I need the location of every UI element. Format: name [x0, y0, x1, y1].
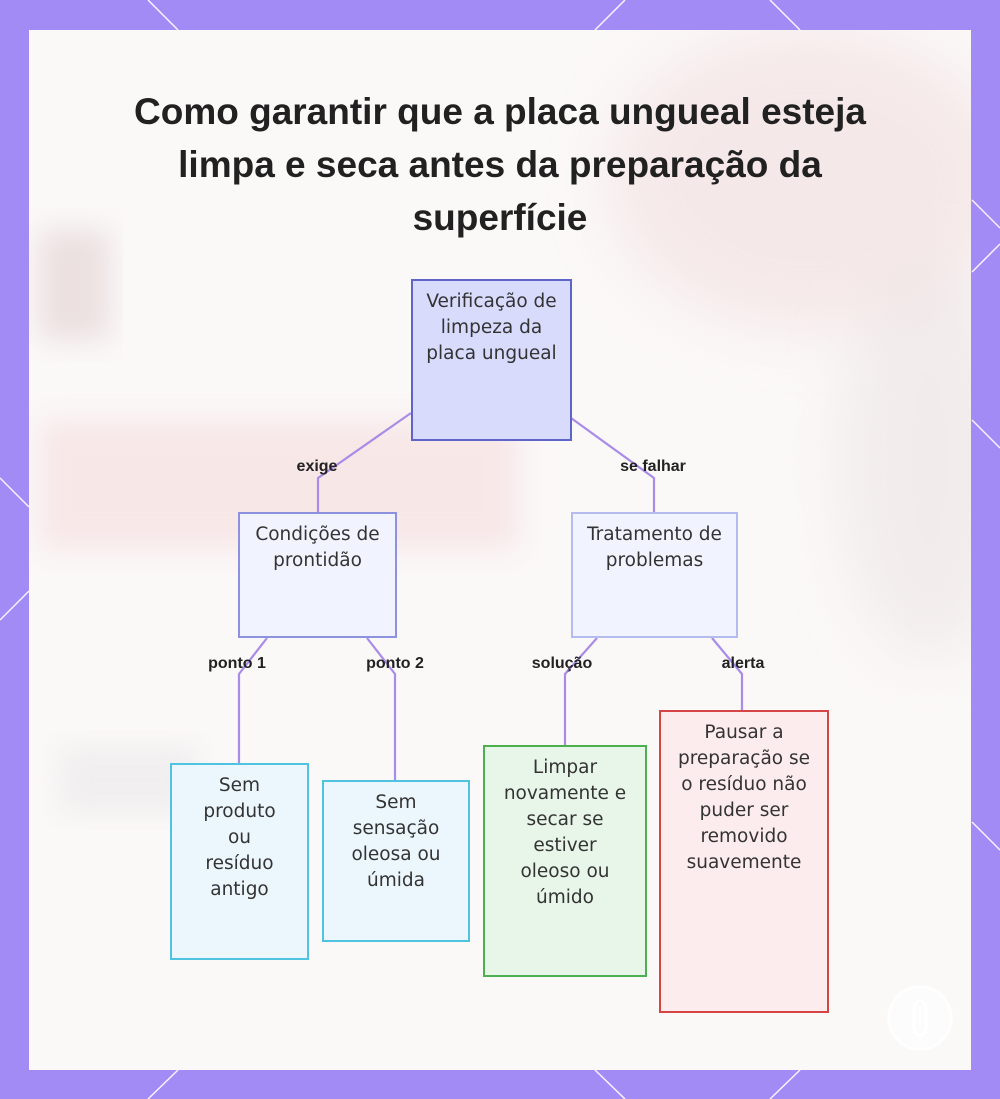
node-readiness-conditions-text: Condições de prontidão	[255, 524, 380, 571]
connector-treatment-solution	[563, 637, 598, 745]
edge-label-alert: alerta	[721, 655, 765, 672]
node-no-product: Sem produto ou resíduo antigo	[170, 763, 309, 960]
node-problem-treatment-text: Tratamento de problemas	[587, 524, 722, 571]
connector-root-treatment	[570, 417, 656, 512]
logo-icon	[887, 985, 953, 1051]
connector-root-conditions	[316, 412, 412, 512]
node-cleanliness-check-text: Verificação de limpeza da placa ungueal	[426, 291, 557, 364]
node-no-oily: Sem sensação oleosa ou úmida	[322, 780, 470, 942]
edge-label-requires: exige	[296, 458, 338, 475]
node-clean-again: Limpar novamente e secar se estiver oleo…	[483, 745, 647, 977]
node-no-product-text: Sem produto ou resíduo antigo	[203, 775, 276, 900]
connector-lines	[237, 412, 744, 780]
edge-label-point2: ponto 2	[366, 655, 424, 672]
diagram-panel: Como garantir que a placa ungueal esteja…	[29, 30, 971, 1070]
diagram-title: Como garantir que a placa ungueal esteja…	[134, 91, 866, 238]
edge-label-solution: solução	[531, 655, 593, 672]
connector-treatment-alert	[711, 637, 744, 710]
node-readiness-conditions: Condições de prontidão	[238, 512, 397, 638]
connector-conditions-point1	[237, 637, 268, 763]
node-no-oily-text: Sem sensação oleosa ou úmida	[351, 792, 441, 891]
node-problem-treatment: Tratamento de problemas	[571, 512, 738, 638]
connector-conditions-point2	[366, 637, 397, 780]
node-clean-again-text: Limpar novamente e secar se estiver oleo…	[503, 757, 627, 908]
node-cleanliness-check: Verificação de limpeza da placa ungueal	[411, 279, 572, 441]
edge-label-if-fails: se falhar	[620, 458, 686, 475]
node-pause-preparation: Pausar a preparação se o resíduo não pud…	[659, 710, 829, 1013]
edge-label-point1: ponto 1	[208, 655, 266, 672]
node-pause-preparation-text: Pausar a preparação se o resíduo não pud…	[677, 722, 811, 873]
